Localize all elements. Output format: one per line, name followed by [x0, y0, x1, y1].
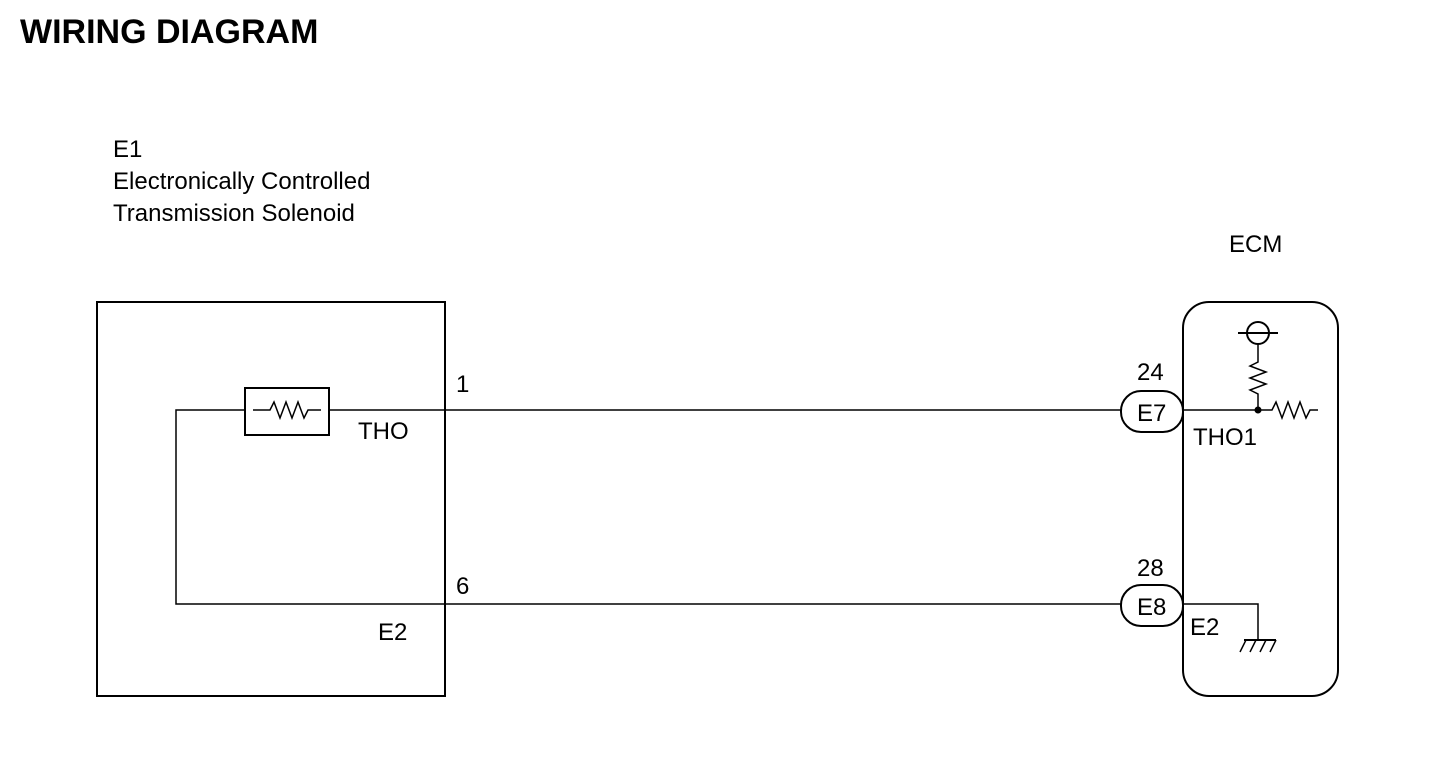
ecm-box — [1182, 301, 1339, 697]
connector-e7 — [1120, 390, 1184, 433]
ecm-pin-24: 24 — [1137, 359, 1164, 386]
e1-pin-6: 6 — [456, 573, 469, 600]
ground-icon — [1239, 639, 1277, 653]
e1-terminal-tho: THO — [358, 418, 409, 445]
ecm-terminal-tho1: THO1 — [1193, 424, 1257, 451]
ecm-terminal-e2: E2 — [1190, 614, 1219, 641]
ecm-pin-28: 28 — [1137, 555, 1164, 582]
e1-pin-1: 1 — [456, 371, 469, 398]
e1-name-line1: Electronically Controlled — [113, 168, 370, 195]
e1-component-box — [96, 301, 446, 697]
ecm-e2-wire — [1183, 603, 1259, 640]
connector-e8-label: E8 — [1137, 594, 1166, 621]
voltage-source-icon — [1238, 321, 1278, 345]
ecm-label: ECM — [1229, 231, 1282, 258]
e1-terminal-e2: E2 — [378, 619, 407, 646]
connector-e7-label: E7 — [1137, 400, 1166, 427]
e1-code-label: E1 — [113, 136, 142, 163]
e1-internal-wire — [175, 409, 445, 605]
connector-e8 — [1120, 584, 1184, 627]
resistor-icon — [1247, 344, 1269, 410]
resistor-icon — [244, 387, 330, 436]
e1-name-line2: Transmission Solenoid — [113, 200, 355, 227]
resistor-icon — [1258, 399, 1318, 421]
page-title: WIRING DIAGRAM — [20, 13, 318, 51]
